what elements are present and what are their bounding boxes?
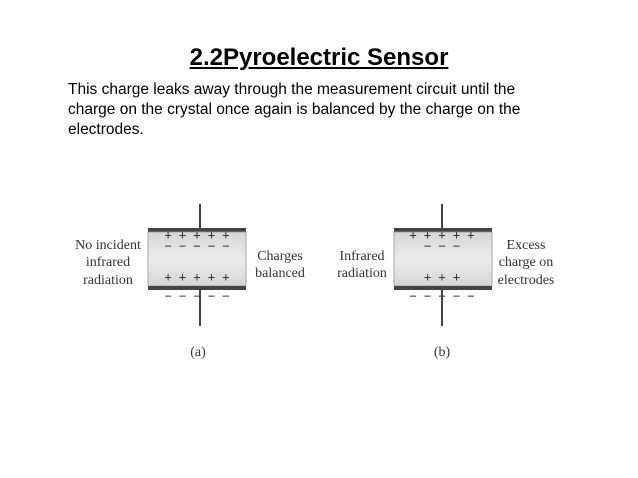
crystal-bottom-signs: + + + + + bbox=[164, 270, 229, 284]
diagram-a: + + + + + − − − − − + + + + + − − − − − … bbox=[75, 204, 305, 360]
crystal bbox=[393, 231, 493, 287]
slide-title: 2.2Pyroelectric Sensor bbox=[189, 44, 449, 71]
top-electrode bbox=[148, 228, 246, 232]
caption-a: (a) bbox=[190, 345, 206, 360]
slide-body-text: This charge leaks away through the measu… bbox=[68, 80, 568, 140]
body-line: electrodes. bbox=[68, 121, 144, 138]
diagram-b: + + + + + − − − + + + − − − − − Infrared… bbox=[337, 204, 554, 360]
bottom-electrode bbox=[394, 286, 492, 290]
crystal-top-signs: − − − − − bbox=[164, 239, 229, 253]
caption-b: (b) bbox=[434, 345, 451, 360]
top-electrode-signs: + + + + + bbox=[409, 228, 474, 242]
right-label-line: balanced bbox=[255, 266, 305, 281]
right-label-line: Excess bbox=[507, 238, 546, 253]
crystal-top-signs: − − − bbox=[424, 239, 460, 253]
left-label-line: No incident bbox=[75, 238, 141, 253]
top-electrode bbox=[394, 228, 492, 232]
body-line: charge on the crystal once again is bala… bbox=[68, 101, 521, 118]
left-label-line: radiation bbox=[337, 266, 387, 281]
left-label-line: Infrared bbox=[339, 249, 384, 264]
bottom-electrode bbox=[148, 286, 246, 290]
body-line: This charge leaks away through the measu… bbox=[68, 81, 516, 98]
bottom-electrode-signs: − − − − − bbox=[164, 289, 229, 303]
crystal-bottom-signs: + + + bbox=[424, 270, 460, 284]
top-electrode-signs: + + + + + bbox=[164, 228, 229, 242]
right-label-line: electrodes bbox=[498, 273, 555, 288]
right-label-line: Charges bbox=[257, 249, 303, 264]
right-label-line: charge on bbox=[499, 255, 554, 270]
left-label-line: radiation bbox=[83, 273, 133, 288]
left-label-line: infrared bbox=[86, 255, 130, 270]
bottom-electrode-signs: − − − − − bbox=[409, 289, 474, 303]
